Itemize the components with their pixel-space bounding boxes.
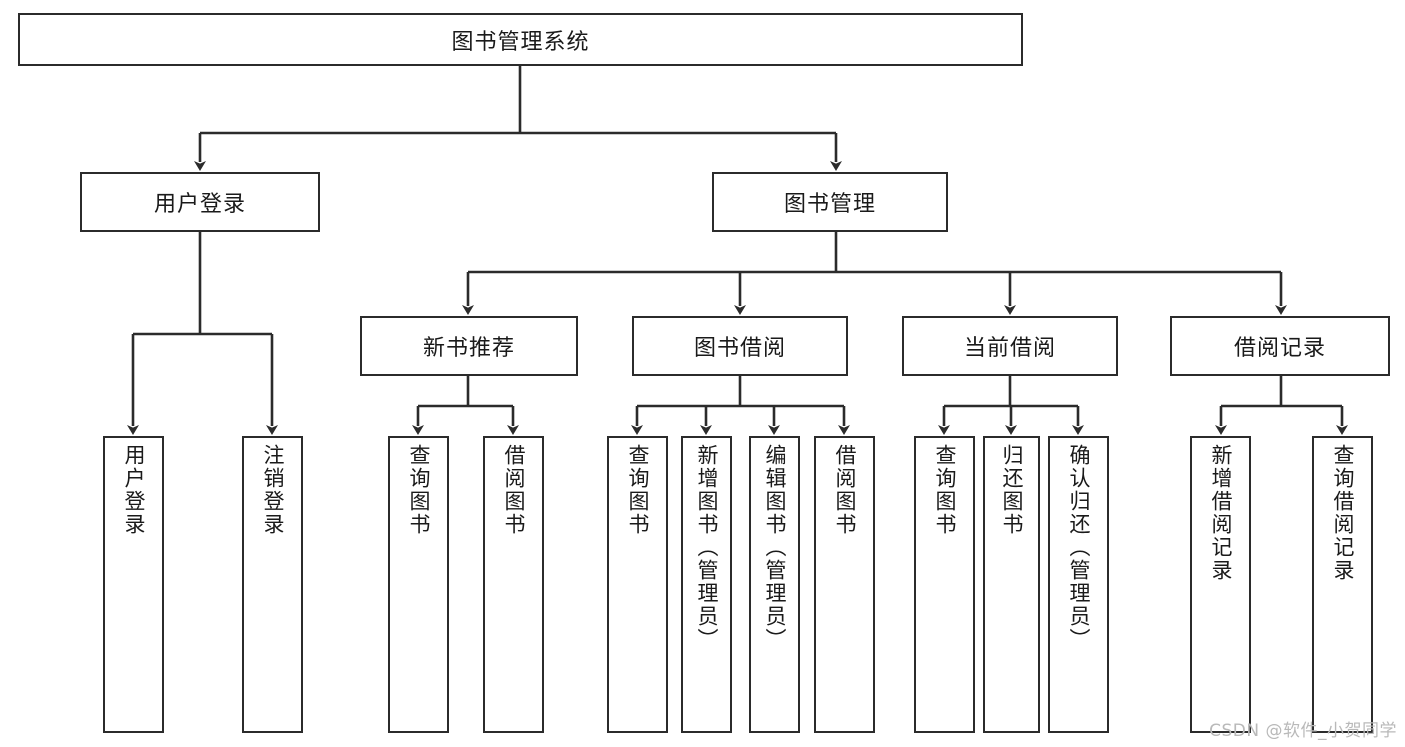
node-leaf-logout-login[interactable]: 注销登录 <box>242 436 303 733</box>
node-leaf-query-book-2[interactable]: 查询图书 <box>607 436 668 733</box>
node-leaf-logout-login-label: 注销登录 <box>261 444 285 536</box>
node-leaf-add-record-label: 新增借阅记录 <box>1209 444 1233 582</box>
node-leaf-edit-book[interactable]: 编辑图书（管理员） <box>749 436 800 733</box>
node-leaf-query-book-1-label: 查询图书 <box>407 444 431 536</box>
node-leaf-borrow-book-2-label: 借阅图书 <box>833 444 857 536</box>
node-new-book-rec-label: 新书推荐 <box>422 336 515 361</box>
node-borrow-record[interactable]: 借阅记录 <box>1170 316 1390 376</box>
node-leaf-return-book-label: 归还图书 <box>1000 444 1024 536</box>
node-leaf-add-record[interactable]: 新增借阅记录 <box>1190 436 1251 733</box>
node-new-book-rec[interactable]: 新书推荐 <box>360 316 578 376</box>
node-book-borrow[interactable]: 图书借阅 <box>632 316 848 376</box>
node-leaf-return-book[interactable]: 归还图书 <box>983 436 1040 733</box>
node-leaf-user-login-label: 用户登录 <box>122 444 146 536</box>
node-leaf-query-record[interactable]: 查询借阅记录 <box>1312 436 1373 733</box>
node-leaf-query-book-3-label: 查询图书 <box>933 444 957 536</box>
node-root-label: 图书管理系统 <box>451 29 590 55</box>
watermark: CSDN @软件_小贺同学 <box>1209 721 1397 741</box>
node-leaf-query-book-1[interactable]: 查询图书 <box>388 436 449 733</box>
node-leaf-query-record-label: 查询借阅记录 <box>1331 444 1355 582</box>
node-current-borrow-label: 当前借阅 <box>963 336 1056 361</box>
node-book-manage[interactable]: 图书管理 <box>712 172 948 232</box>
node-leaf-query-book-3[interactable]: 查询图书 <box>914 436 975 733</box>
node-user-login[interactable]: 用户登录 <box>80 172 320 232</box>
node-user-login-label: 用户登录 <box>153 192 246 217</box>
node-current-borrow[interactable]: 当前借阅 <box>902 316 1118 376</box>
node-leaf-edit-book-label: 编辑图书（管理员） <box>763 444 787 651</box>
node-leaf-borrow-book-1[interactable]: 借阅图书 <box>483 436 544 733</box>
node-leaf-borrow-book-1-label: 借阅图书 <box>502 444 526 536</box>
node-leaf-confirm-return-label: 确认归还（管理员） <box>1067 444 1091 651</box>
node-borrow-record-label: 借阅记录 <box>1233 336 1326 361</box>
node-leaf-query-book-2-label: 查询图书 <box>626 444 650 536</box>
node-leaf-confirm-return[interactable]: 确认归还（管理员） <box>1048 436 1109 733</box>
node-leaf-user-login[interactable]: 用户登录 <box>103 436 164 733</box>
node-book-borrow-label: 图书借阅 <box>693 336 786 361</box>
node-leaf-add-book[interactable]: 新增图书（管理员） <box>681 436 732 733</box>
node-leaf-add-book-label: 新增图书（管理员） <box>695 444 719 651</box>
node-leaf-borrow-book-2[interactable]: 借阅图书 <box>814 436 875 733</box>
node-book-manage-label: 图书管理 <box>783 192 876 217</box>
node-root[interactable]: 图书管理系统 <box>18 13 1023 66</box>
